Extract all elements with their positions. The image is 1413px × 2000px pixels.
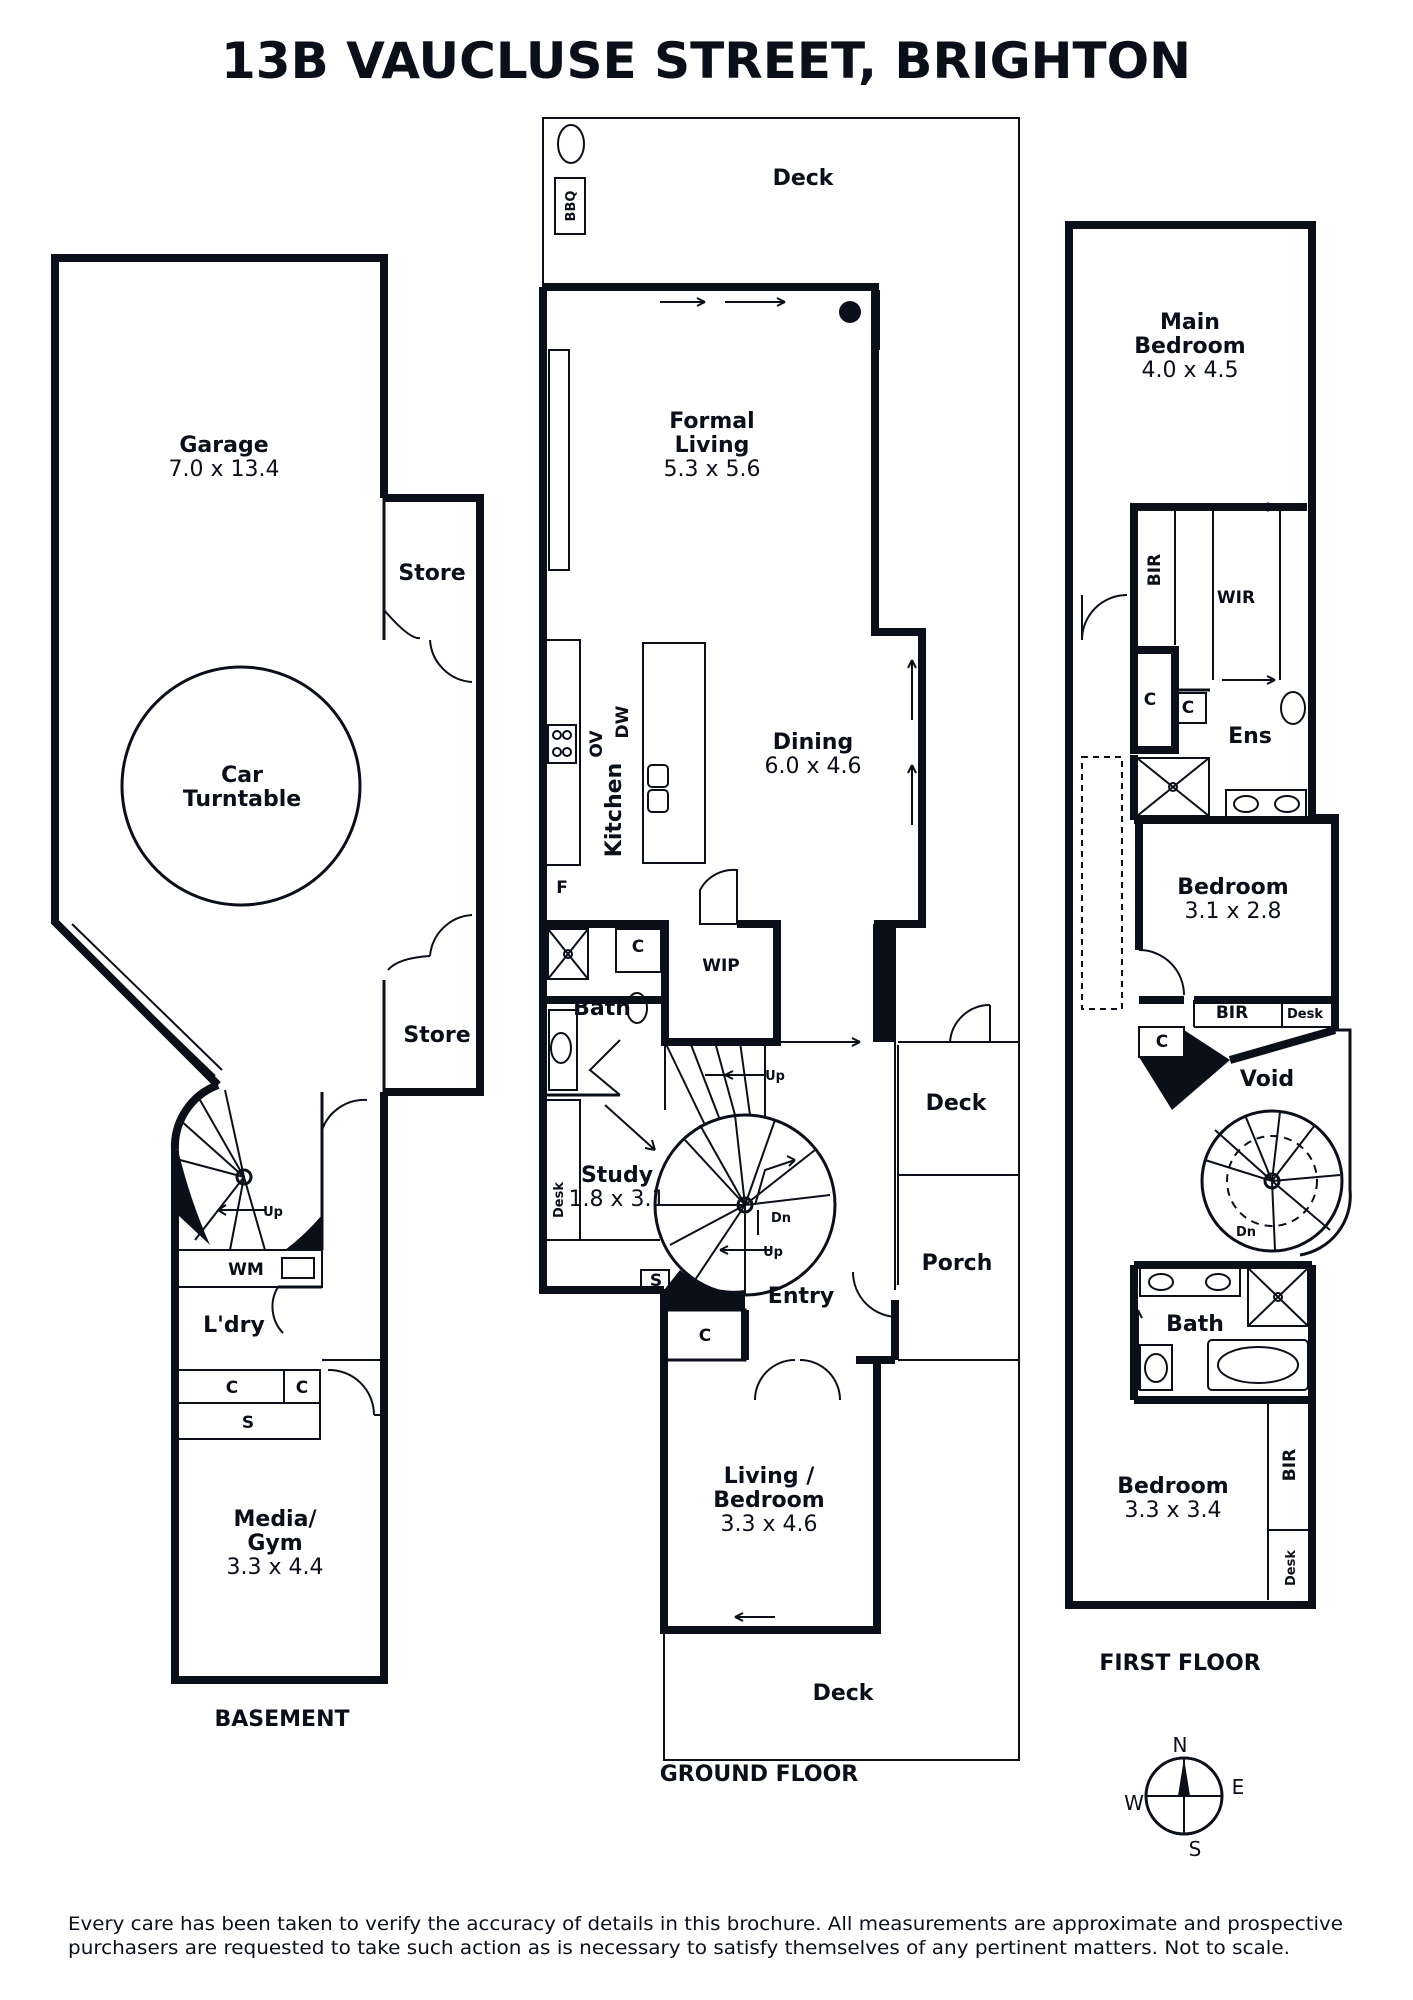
- disclaimer-line1: Every care has been taken to verify the …: [68, 1913, 1343, 1935]
- main-bedroom-label-line2: Bedroom: [1134, 334, 1245, 359]
- desk-2-label: Desk: [1284, 1550, 1299, 1586]
- main-bedroom-dims: 4.0 x 4.5: [1142, 358, 1239, 383]
- bir-3-label: BIR: [1280, 1449, 1300, 1481]
- formal-living-dims: 5.3 x 5.6: [664, 457, 761, 482]
- store-lower-label: Store: [403, 1023, 470, 1048]
- wip-label: WIP: [702, 956, 740, 976]
- ground-floor-label: GROUND FLOOR: [660, 1762, 859, 1787]
- wm-label: WM: [228, 1260, 264, 1280]
- entry-label: Entry: [768, 1284, 834, 1309]
- ground-floor-plan: Deck BBQ Formal Living 5.3 x 5.6 Dining …: [539, 117, 1020, 1787]
- store-upper-label: Store: [398, 561, 465, 586]
- compass-s: S: [1189, 1837, 1202, 1861]
- basement-cupboard-1: C: [226, 1378, 238, 1398]
- bedroom-2-label: Bedroom: [1177, 875, 1288, 900]
- turntable-label-line1: Car: [221, 763, 263, 788]
- page-title: 13B VAUCLUSE STREET, BRIGHTON: [221, 32, 1191, 90]
- deck-bottom-label: Deck: [813, 1681, 875, 1706]
- basement-floor-label: BASEMENT: [214, 1707, 349, 1732]
- fridge-label: F: [556, 878, 568, 898]
- basement-plan: Garage 7.0 x 13.4 Store Car Turntable St…: [51, 254, 484, 1732]
- desk-1-label: Desk: [1287, 1007, 1323, 1022]
- study-desk-label: Desk: [552, 1182, 567, 1218]
- first-cupboard-1: C: [1144, 690, 1156, 710]
- main-bedroom-label-line1: Main: [1160, 310, 1220, 335]
- study-label: Study: [581, 1163, 653, 1188]
- compass-w: W: [1124, 1791, 1144, 1815]
- bir-2-label: BIR: [1216, 1003, 1248, 1023]
- wir-label: WIR: [1217, 588, 1255, 608]
- media-gym-label-line2: Gym: [247, 1531, 302, 1556]
- laundry-label: L'dry: [203, 1313, 265, 1338]
- garage-label: Garage: [179, 433, 268, 458]
- first-floor-plan: Main Bedroom 4.0 x 4.5 BIR WIR C C Ens B…: [1065, 221, 1352, 1676]
- formal-living-label-line1: Formal: [669, 409, 754, 434]
- bbq-label: BBQ: [564, 191, 579, 222]
- ground-stair-up-1: Up: [765, 1069, 785, 1084]
- ground-stair-dn: Dn: [771, 1211, 791, 1226]
- oven-label: OV: [587, 730, 607, 758]
- deck-top-label: Deck: [773, 166, 835, 191]
- bedroom-3-label: Bedroom: [1117, 1474, 1228, 1499]
- bedroom-2-dims: 3.1 x 2.8: [1185, 899, 1282, 924]
- media-gym-dims: 3.3 x 4.4: [227, 1555, 324, 1580]
- study-dims: 1.8 x 3.1: [569, 1187, 666, 1212]
- ensuite-label: Ens: [1228, 724, 1272, 749]
- bedroom-3-dims: 3.3 x 3.4: [1125, 1498, 1222, 1523]
- first-cupboard-2: C: [1182, 698, 1194, 718]
- entry-cupboard-label: C: [699, 1326, 711, 1346]
- dining-dims: 6.0 x 4.6: [765, 754, 862, 779]
- ground-stair-up-2: Up: [763, 1245, 783, 1260]
- compass-e: E: [1232, 1775, 1245, 1799]
- first-floor-label: FIRST FLOOR: [1099, 1651, 1260, 1676]
- basement-cupboard-2: C: [296, 1378, 308, 1398]
- disclaimer-line2: purchasers are requested to take such ac…: [68, 1937, 1290, 1959]
- living-bedroom-label-line1: Living /: [724, 1464, 816, 1489]
- kitchen-label: Kitchen: [602, 763, 627, 857]
- living-bedroom-dims: 3.3 x 4.6: [721, 1512, 818, 1537]
- turntable-label-line2: Turntable: [183, 787, 301, 812]
- ground-shelf-label: S: [650, 1271, 662, 1291]
- dining-label: Dining: [773, 730, 853, 755]
- basement-shelf: S: [242, 1413, 254, 1433]
- first-bath-label: Bath: [1166, 1312, 1224, 1337]
- garage-dims: 7.0 x 13.4: [169, 457, 280, 482]
- first-stair-dn: Dn: [1236, 1225, 1256, 1240]
- bir-1-label: BIR: [1145, 554, 1165, 586]
- media-gym-label-line1: Media/: [234, 1507, 318, 1532]
- bath-cupboard-label: C: [632, 937, 644, 957]
- dishwasher-label: DW: [613, 705, 633, 738]
- formal-living-label-line2: Living: [675, 433, 750, 458]
- living-bedroom-label-line2: Bedroom: [713, 1488, 824, 1513]
- deck-side-label: Deck: [926, 1091, 988, 1116]
- ground-bath-label: Bath: [573, 996, 631, 1021]
- compass-n: N: [1173, 1733, 1188, 1757]
- compass: N E S W: [1124, 1733, 1244, 1861]
- first-cupboard-3: C: [1156, 1032, 1168, 1052]
- basement-stair-up: Up: [263, 1205, 283, 1220]
- porch-label: Porch: [922, 1251, 993, 1276]
- void-label: Void: [1240, 1067, 1294, 1092]
